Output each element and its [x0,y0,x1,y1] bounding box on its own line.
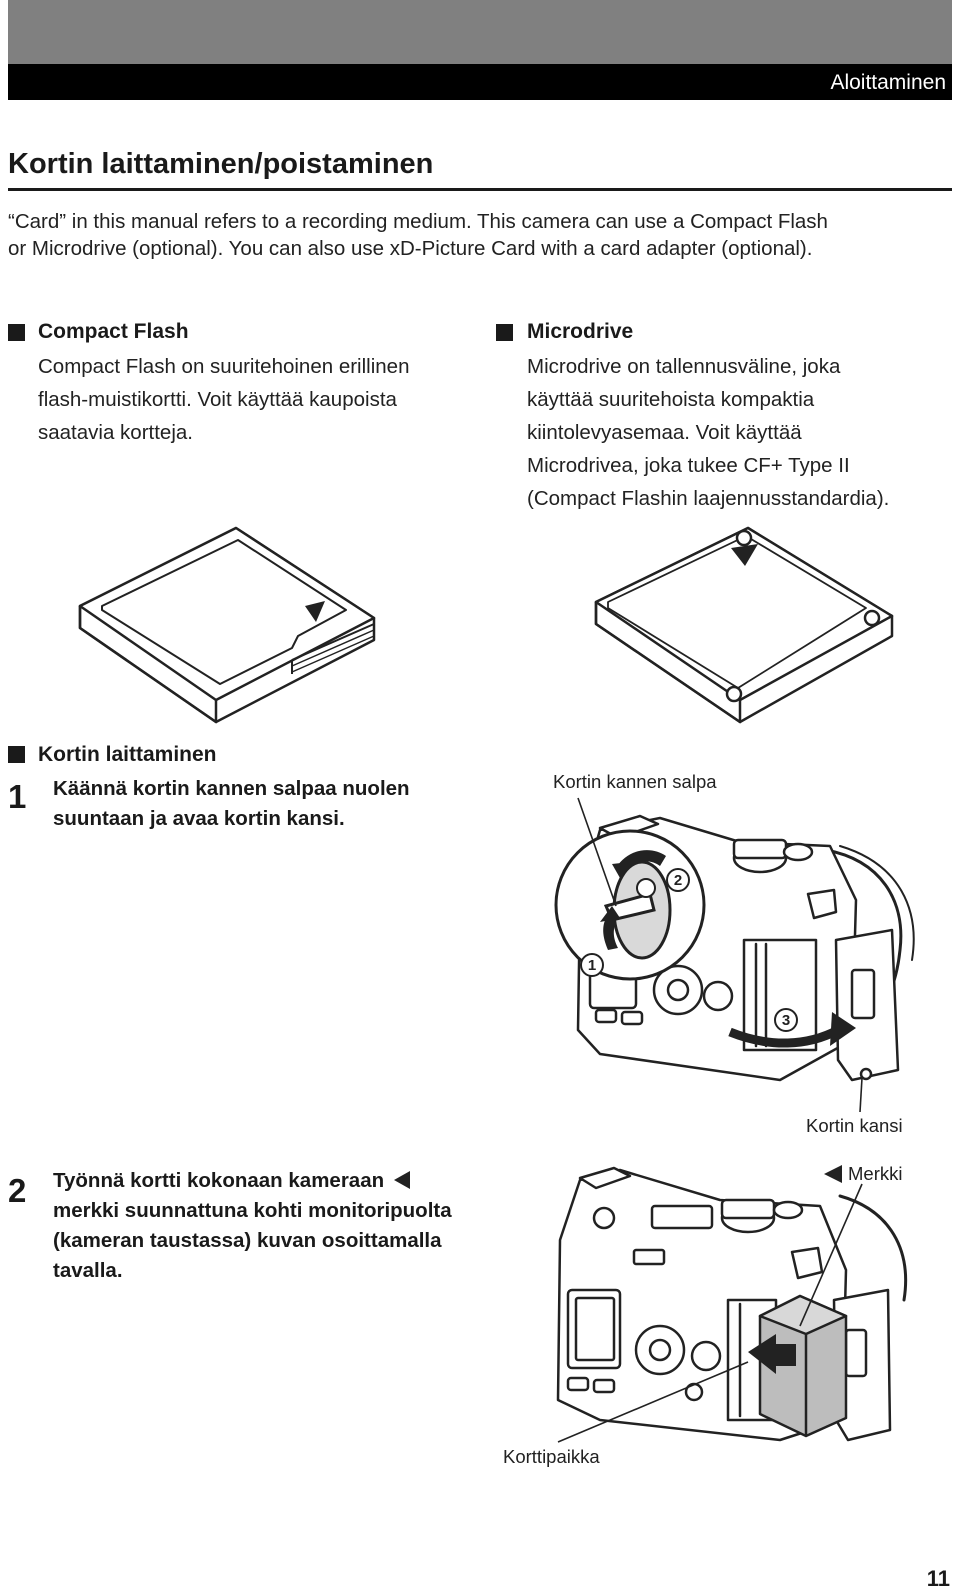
callout-number: 3 [782,1012,790,1029]
chapter-title: Aloittaminen [830,71,946,94]
label-card-cover: Kortin kansi [806,1115,903,1136]
md-line: kiintolevyasemaa. Voit käyttää [527,421,802,444]
page-number: 11 [926,1566,950,1591]
compact-flash-card-illustration [78,526,376,724]
step-2-text: Työnnä kortti kokonaan kameraan merkki s… [53,1166,452,1286]
microdrive-heading: Microdrive [527,320,634,343]
step-number: 2 [8,1172,27,1209]
callout-number: 1 [588,957,596,974]
intro-line-1: “Card” in this manual refers to a record… [8,210,828,233]
camera-open-cover-illustration: 1 2 3 [554,797,915,1113]
compact-flash-heading: Compact Flash [38,320,189,343]
intro-line-2: or Microdrive (optional). You can also u… [8,237,813,260]
square-bullet-icon [8,746,25,763]
label-card-cover-latch: Kortin kannen salpa [553,771,717,792]
md-line: Microdrive on tallennusväline, joka [527,355,841,378]
step-line: suuntaan ja avaa kortin kansi. [53,807,345,830]
compact-flash-text: Compact Flash on suuritehoinen erillinen… [38,350,409,449]
triangle-mark-icon [305,601,325,622]
camera-insert-card-illustration [556,1166,908,1443]
step-number: 1 [8,778,27,815]
step-line: (kameran taustassa) kuvan osoittamalla [53,1229,442,1252]
insert-heading: Kortin laittaminen [38,743,217,766]
label-mark: Merkki [824,1163,902,1185]
md-line: käyttää suuritehoista kompaktia [527,388,815,411]
header-gray-band [8,0,952,64]
step-1-text: Käännä kortin kannen salpaa nuolen suunt… [53,774,410,834]
step-line: tavalla. [53,1259,123,1282]
md-line: Microdrivea, joka tukee CF+ Type II [527,454,850,477]
cf-line: flash-muistikortti. Voit käyttää kaupois… [38,388,397,411]
step-line: merkki suunnattuna kohti monitoripuolta [53,1199,452,1222]
title-rule [8,188,952,191]
microdrive-illustration [594,526,894,724]
square-bullet-icon [496,324,513,341]
triangle-mark-icon [393,1171,410,1189]
step-line: Työnnä kortti kokonaan kameraan [53,1166,452,1196]
square-bullet-icon [8,324,25,341]
step-line: Käännä kortin kannen salpaa nuolen [53,777,410,800]
callout-number: 2 [674,872,682,889]
cf-line: saatavia kortteja. [38,421,193,444]
chapter-bar [8,64,952,100]
triangle-mark-icon [731,544,758,566]
md-line: (Compact Flashin laajennusstandardia). [527,487,890,510]
microdrive-text: Microdrive on tallennusväline, joka käyt… [527,350,889,515]
page-title: Kortin laittaminen/poistaminen [8,148,434,180]
triangle-mark-icon [824,1165,842,1183]
cf-line: Compact Flash on suuritehoinen erillinen [38,355,410,378]
label-card-slot: Korttipaikka [503,1446,600,1467]
